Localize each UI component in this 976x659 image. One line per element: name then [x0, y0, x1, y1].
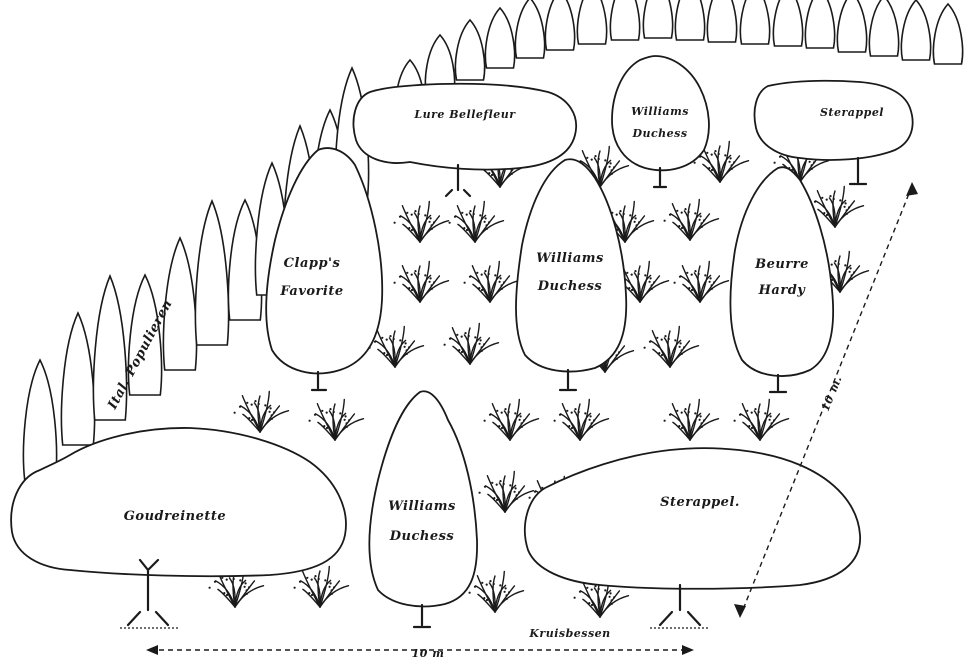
gooseberry-bush	[449, 202, 504, 243]
poplar-tree	[933, 4, 962, 64]
gooseberry-bush	[664, 200, 719, 241]
gooseberry-bush	[644, 327, 699, 368]
poplar-tree	[545, 0, 574, 50]
dimension-bottom: 10 m	[146, 645, 694, 659]
label-williams-mid-1: Williams	[536, 251, 604, 266]
label-williams-mid-2: Duchess	[537, 279, 603, 294]
gooseberry-bush	[484, 400, 539, 441]
poplar-tree	[577, 0, 606, 44]
gooseberry-bush	[294, 567, 349, 608]
gooseberry-bush	[234, 392, 289, 433]
gooseberry-bush	[479, 472, 534, 513]
label-goudreinette: Goudreinette	[124, 509, 226, 524]
poplar-tree	[455, 20, 484, 80]
label-williams-front-2: Duchess	[389, 529, 455, 544]
label-sterappel-front: Sterappel.	[660, 495, 740, 510]
label-dim-bottom: 10 m	[412, 647, 445, 659]
tree-williams-top: Williams Duchess	[612, 56, 709, 187]
tree-williams-front: Williams Duchess	[369, 391, 477, 627]
gooseberry-bush	[469, 572, 524, 613]
poplar-tree	[61, 313, 94, 445]
label-williams-top-1: Williams	[631, 105, 689, 118]
poplar-tree	[805, 0, 834, 48]
gooseberry-bush	[664, 400, 719, 441]
label-clapps-2: Favorite	[279, 284, 343, 299]
label-beurre-1: Beurre	[754, 257, 809, 272]
gooseberry-bush	[309, 400, 364, 441]
poplar-tree	[195, 201, 228, 345]
gooseberry-bush	[394, 202, 449, 243]
label-beurre-2: Hardy	[758, 283, 807, 298]
tree-sterappel-front: Sterappel.	[525, 448, 860, 628]
tree-beurre-hardy: Beurre Hardy	[730, 167, 833, 392]
poplar-tree	[773, 0, 802, 46]
label-sterappel-top: Sterappel	[820, 106, 884, 119]
poplar-tree	[515, 0, 544, 58]
label-dim-right: 10 m.	[819, 374, 845, 413]
poplar-tree	[610, 0, 639, 40]
poplar-tree	[23, 360, 56, 480]
poplar-tree	[869, 0, 898, 56]
gooseberry-bush	[394, 262, 449, 303]
label-lure-bellefleur: Lure Bellefleur	[413, 108, 516, 121]
gooseberry-bush	[554, 400, 609, 441]
tree-williams-mid: Williams Duchess	[516, 159, 626, 390]
poplar-tree	[707, 0, 736, 42]
poplar-tree	[740, 0, 769, 44]
poplar-tree	[837, 0, 866, 52]
label-clapps-1: Clapp's	[284, 256, 341, 271]
gooseberry-bush	[444, 324, 499, 365]
gooseberry-bush	[734, 400, 789, 441]
tree-lure-bellefleur: Lure Bellefleur	[354, 84, 577, 196]
label-williams-top-2: Duchess	[631, 127, 687, 140]
poplar-tree	[643, 0, 672, 38]
poplar-tree	[901, 0, 930, 60]
label-kruisbessen: Kruisbessen	[528, 627, 610, 640]
tree-goudreinette: Goudreinette	[11, 428, 346, 628]
poplar-tree	[485, 8, 514, 68]
poplar-tree	[675, 0, 704, 40]
gooseberry-bush	[674, 262, 729, 303]
gooseberry-bush	[464, 262, 519, 303]
label-williams-front-1: Williams	[388, 499, 456, 514]
